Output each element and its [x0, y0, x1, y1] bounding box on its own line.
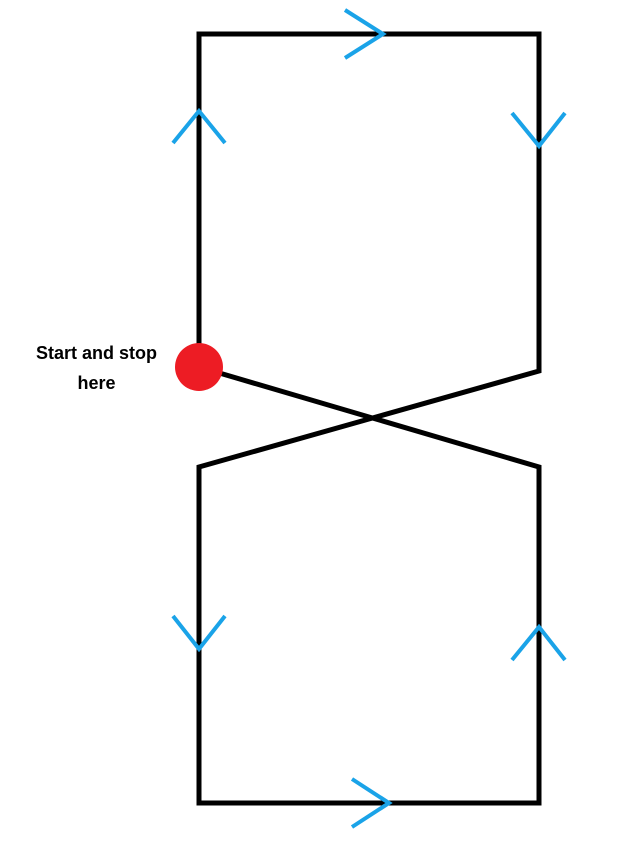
start-stop-marker	[175, 343, 223, 391]
lower-right-arrow-icon	[510, 623, 567, 662]
upper-right-arrow-icon	[510, 111, 567, 150]
start-stop-label-line-2: here	[77, 373, 116, 393]
path-line	[196, 31, 542, 806]
top-arrow-icon	[343, 8, 387, 60]
upper-left-arrow-icon	[171, 107, 227, 145]
lower-left-arrow-icon	[171, 614, 227, 653]
start-stop-label-line-1: Start and stop	[35, 343, 157, 363]
start-stop-label: Start and stop here	[14, 338, 179, 398]
bottom-arrow-icon	[350, 777, 393, 829]
